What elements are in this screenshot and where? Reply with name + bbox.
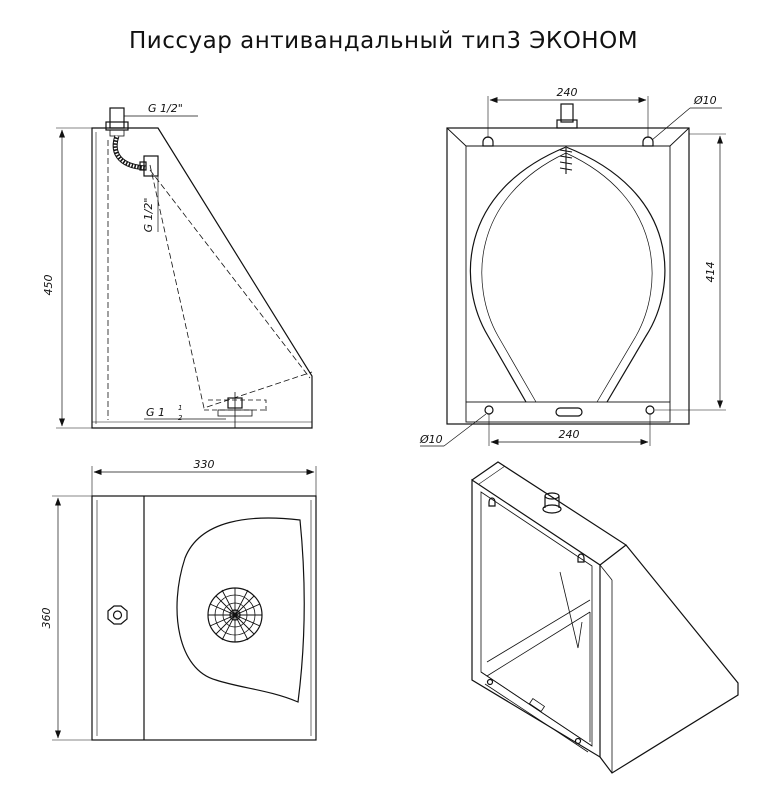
dim-width-330: 330 (194, 458, 215, 471)
bowl-outline (469, 146, 666, 403)
mount-hole-top-left (482, 136, 494, 147)
iso-front-frame (471, 478, 601, 759)
iso-top (471, 461, 628, 566)
mount-hole-bottom-left (484, 405, 494, 415)
dim-height-450: 450 (42, 275, 55, 296)
top-bowl (176, 517, 305, 703)
drawing-title: Писсуар антивандальный тип3 ЭКОНОМ (128, 28, 639, 54)
label-thread-top: G 1/2" (148, 102, 183, 115)
dim-hole-top: Ø10 (693, 94, 717, 107)
fraction-half: 1 2 (178, 404, 183, 422)
dim-depth-360: 360 (40, 608, 53, 629)
front-frame-outer (446, 127, 690, 425)
side-body-outline (91, 127, 313, 429)
svg-text:2: 2 (178, 414, 183, 422)
inlet-nut (107, 605, 128, 625)
side-view (56, 107, 313, 429)
front-inlet (560, 103, 574, 123)
dim-width-240-top: 240 (557, 86, 578, 99)
dim-hole-bottom: Ø10 (419, 433, 443, 446)
label-thread-drain: G 1 (146, 406, 165, 419)
iso-slope (599, 544, 739, 774)
water-inlet (109, 107, 125, 129)
dim-height-414: 414 (704, 262, 717, 283)
drain-slot (555, 407, 583, 417)
svg-text:1: 1 (178, 404, 182, 412)
top-outline (91, 495, 317, 741)
top-view (52, 466, 317, 741)
mount-hole-top-right (642, 136, 654, 147)
front-view (420, 96, 726, 447)
dim-width-240-bottom: 240 (559, 428, 580, 441)
label-thread-mid: G 1/2" (142, 198, 155, 233)
mount-hole-bottom-right (645, 405, 655, 415)
isometric-view (471, 461, 739, 774)
